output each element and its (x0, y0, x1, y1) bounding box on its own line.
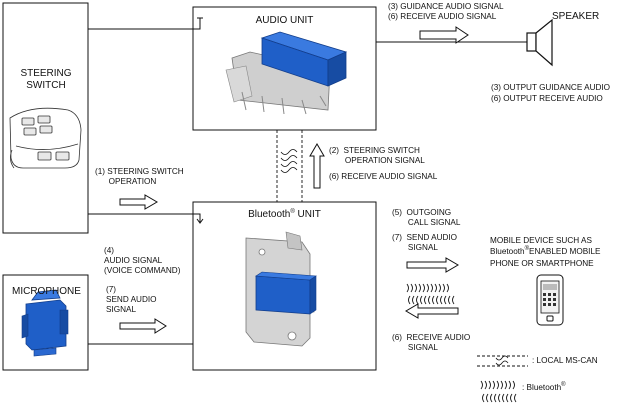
connection-lines (88, 17, 527, 345)
output-guidance-audio-label: (3) OUTPUT GUIDANCE AUDIO (491, 83, 611, 92)
audio-signal-voice-command-label: (4) AUDIO SIGNAL (VOICE COMMAND) (104, 246, 181, 275)
arrow-from-mobile (405, 303, 459, 319)
arrow-audio-to-speaker (419, 26, 469, 44)
receive-audio-signal-mid-label: (6) RECEIVE AUDIO SIGNAL (329, 172, 438, 181)
local-ms-can-link (276, 130, 303, 202)
mobile-device-line3: PHONE OR SMARTPHONE (490, 259, 594, 268)
arrow-to-mobile (406, 257, 459, 273)
send-audio-signal-left-label: (7) SEND AUDIO SIGNAL (106, 285, 157, 314)
mobile-device-line2: Bluetooth®ENABLED MOBILE (490, 246, 601, 256)
arrow-operation-signal-up (309, 143, 325, 189)
bluetooth-unit-icon (245, 231, 317, 347)
arrow-steering-switch-operation (119, 194, 158, 210)
signal-arrows (119, 26, 469, 334)
bluetooth-unit-label: Bluetooth® UNIT (248, 209, 321, 220)
outgoing-call-signal-label: (5) OUTGOING CALL SIGNAL (392, 208, 461, 227)
speaker-label: SPEAKER (552, 11, 600, 22)
arrow-send-audio-left (119, 318, 167, 334)
steering-switch-label: STEERING SWITCH (20, 68, 72, 91)
steering-switch-operation-label: (1) STEERING SWITCH OPERATION (95, 167, 184, 186)
legend-bluetooth-label: : Bluetooth® (522, 382, 566, 392)
steering-wheel-icon (9, 107, 82, 169)
audio-unit-icon (225, 31, 348, 115)
receive-audio-signal-bottom-label: (6) RECEIVE AUDIO SIGNAL (392, 333, 471, 352)
guidance-audio-signal-label: (3) GUIDANCE AUDIO SIGNAL (388, 2, 504, 11)
legend-ms-can-symbol (477, 355, 528, 367)
microphone-icon (21, 289, 69, 357)
send-audio-signal-right-label: (7) SEND AUDIO SIGNAL (392, 233, 458, 252)
mobile-phone-icon (536, 274, 564, 326)
output-receive-audio-label: (6) OUTPUT RECEIVE AUDIO (491, 94, 603, 103)
mobile-device-line1: MOBILE DEVICE SUCH AS (490, 236, 592, 245)
audio-unit-label: AUDIO UNIT (255, 15, 314, 26)
legend-local-ms-can-label: : LOCAL MS-CAN (532, 356, 598, 365)
receive-audio-signal-top-label: (6) RECEIVE AUDIO SIGNAL (388, 12, 497, 21)
microphone-label: MICROPHONE (12, 286, 81, 297)
legend-bluetooth-symbol (480, 380, 517, 403)
bluetooth-wireless-waves (406, 283, 455, 305)
speaker-icon (526, 18, 553, 67)
steering-switch-operation-signal-label: (2) STEERING SWITCH OPERATION SIGNAL (329, 146, 425, 165)
